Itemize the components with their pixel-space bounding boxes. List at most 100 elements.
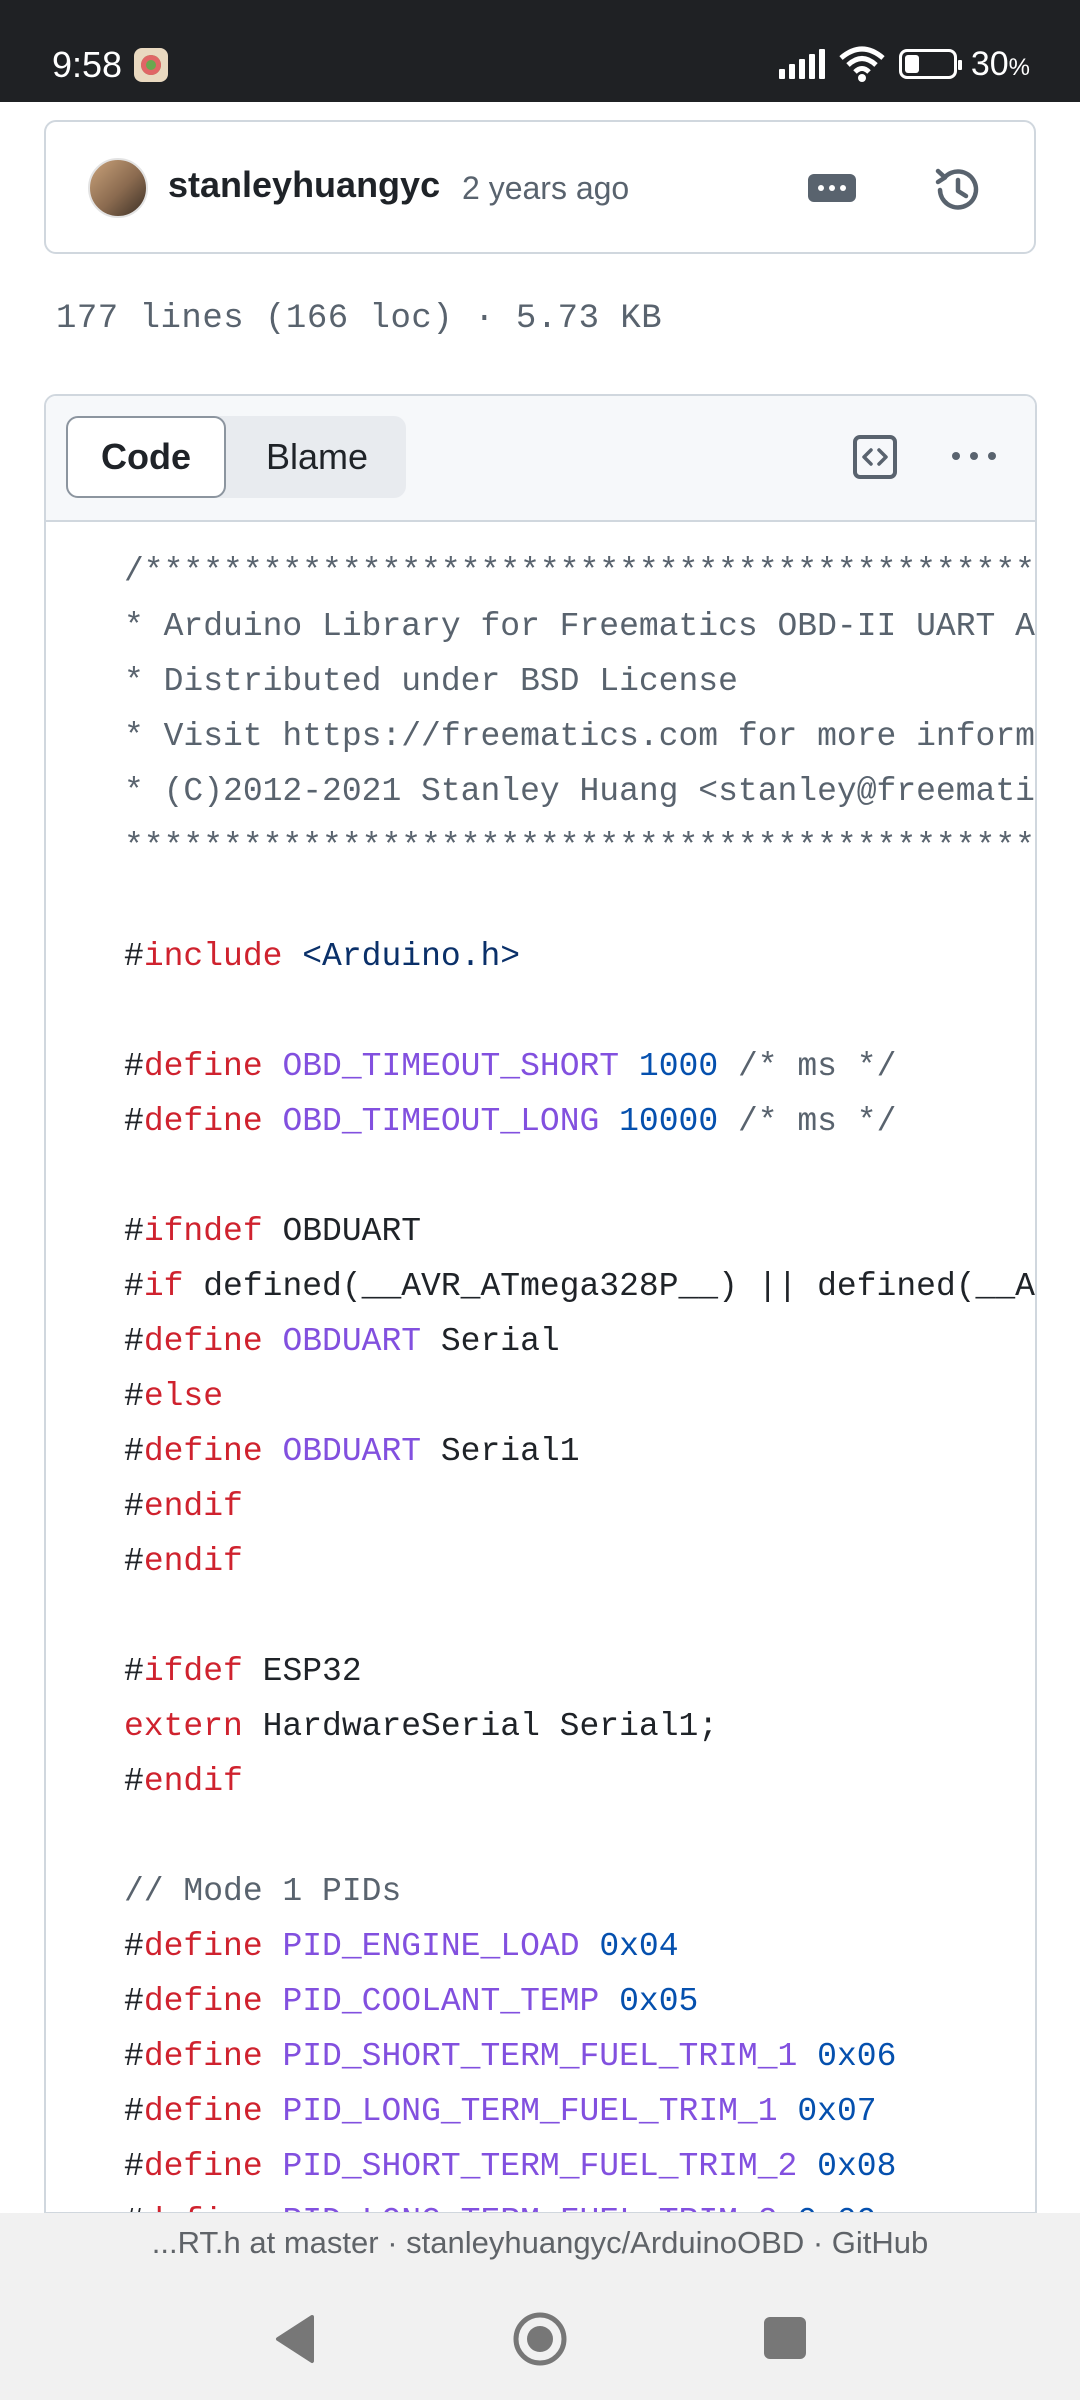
code-line: #define PID_ENGINE_LOAD 0x04 <box>124 1919 1035 1974</box>
code-token: define <box>143 2038 263 2075</box>
code-token: define <box>143 2093 263 2130</box>
code-line: #else <box>124 1369 1035 1424</box>
code-token: # <box>124 1488 144 1525</box>
code-line: #endif <box>124 1754 1035 1809</box>
code-token: 10000 <box>619 1103 719 1140</box>
code-token: # <box>124 2203 144 2212</box>
code-token: OBD_TIMEOUT_SHORT <box>282 1048 620 1085</box>
code-token <box>778 2093 798 2130</box>
code-line: #include <Arduino.h> <box>124 929 1035 984</box>
code-token: 1000 <box>638 1048 719 1085</box>
code-line: extern HardwareSerial Serial1; <box>124 1699 1035 1754</box>
tab-code[interactable]: Code <box>66 416 226 498</box>
code-token: # <box>124 1378 144 1415</box>
code-token: // Mode 1 PIDs <box>124 1873 402 1910</box>
code-token <box>282 938 302 975</box>
code-line: #if defined(__AVR_ATmega328P__) || defin… <box>124 1259 1035 1314</box>
code-token: # <box>124 2038 144 2075</box>
code-line: #define PID_SHORT_TERM_FUEL_TRIM_2 0x08 <box>124 2139 1035 2194</box>
commit-author-link[interactable]: stanleyhuangyc <box>168 164 441 205</box>
code-lines: /***************************************… <box>124 544 1035 2212</box>
code-line: * Distributed under BSD License <box>124 654 1035 709</box>
code-token: include <box>143 938 283 975</box>
code-token: define <box>143 1983 263 2020</box>
code-token: PID_LONG_TERM_FUEL_TRIM_1 <box>282 2093 778 2130</box>
author-avatar[interactable] <box>88 158 148 218</box>
code-token: # <box>124 1103 144 1140</box>
code-token <box>599 1983 619 2020</box>
code-line: #ifdef ESP32 <box>124 1644 1035 1699</box>
code-line: #define OBD_TIMEOUT_SHORT 1000 /* ms */ <box>124 1039 1035 1094</box>
home-circle-icon[interactable] <box>512 2311 568 2372</box>
code-token <box>263 1048 283 1085</box>
code-token: 0x05 <box>619 1983 699 2020</box>
code-token <box>263 2148 283 2185</box>
code-token: OBD_TIMEOUT_LONG <box>282 1103 600 1140</box>
code-token: define <box>143 2148 263 2185</box>
code-token <box>580 1928 600 1965</box>
code-token: Serial1 <box>421 1433 580 1470</box>
code-token <box>599 1103 619 1140</box>
code-token <box>797 2148 817 2185</box>
code-token: # <box>124 1213 144 1250</box>
code-viewer-header: Code Blame <box>46 396 1035 522</box>
code-line: * Visit https://freematics.com for more … <box>124 709 1035 764</box>
code-token: PID_COOLANT_TEMP <box>282 1983 600 2020</box>
history-icon[interactable] <box>926 158 990 222</box>
code-token: # <box>124 1268 144 1305</box>
code-token: define <box>143 1048 263 1085</box>
code-token: OBDUART <box>262 1213 422 1250</box>
code-line <box>124 874 1035 929</box>
file-info: 177 lines (166 loc) · 5.73 KB <box>56 300 663 338</box>
code-token: PID_SHORT_TERM_FUEL_TRIM_2 <box>282 2148 798 2185</box>
code-line: ****************************************… <box>124 819 1035 874</box>
tab-blame[interactable]: Blame <box>265 436 369 477</box>
code-token: OBDUART <box>282 1323 422 1360</box>
code-viewer: Code Blame /****************************… <box>44 394 1037 2214</box>
page-title: ...RT.h at master · stanleyhuangyc/Ardui… <box>151 2225 929 2260</box>
recents-square-icon[interactable] <box>764 2317 806 2359</box>
code-line: // Mode 1 PIDs <box>124 1864 1035 1919</box>
code-line: /***************************************… <box>124 544 1035 599</box>
battery-level <box>904 55 919 73</box>
code-token: PID_ENGINE_LOAD <box>282 1928 580 1965</box>
battery-percent: 30% <box>970 44 1030 83</box>
ellipsis-icon[interactable] <box>808 174 856 202</box>
code-token <box>263 1433 283 1470</box>
code-token: # <box>124 1983 144 2020</box>
code-token: * Visit https://freematics.com for more … <box>124 718 1035 755</box>
code-token: # <box>124 938 144 975</box>
code-token: PID_SHORT_TERM_FUEL_TRIM_1 <box>282 2038 798 2075</box>
code-token: define <box>143 1103 263 1140</box>
commit-time[interactable]: 2 years ago <box>462 170 630 206</box>
code-token: PID_LONG_TERM_FUEL_TRIM_2 <box>282 2203 777 2212</box>
code-token <box>263 1983 283 2020</box>
code-token: * Arduino Library for Freematics OBD-II … <box>124 608 1035 645</box>
code-token: # <box>124 1433 144 1470</box>
code-token: /***************************************… <box>124 553 1035 590</box>
code-token: ESP32 <box>242 1653 362 1690</box>
code-line: #define PID_LONG_TERM_FUEL_TRIM_1 0x07 <box>124 2084 1035 2139</box>
code-line: #define PID_SHORT_TERM_FUEL_TRIM_1 0x06 <box>124 2029 1035 2084</box>
code-token <box>263 1928 283 1965</box>
code-token: * Distributed under BSD License <box>124 663 738 700</box>
code-token: # <box>124 1323 144 1360</box>
code-token: # <box>124 2093 144 2130</box>
code-square-icon[interactable] <box>852 434 898 480</box>
app-notification-icon <box>134 48 168 82</box>
code-token: # <box>124 1543 144 1580</box>
code-token <box>263 1103 283 1140</box>
code-token: * (C)2012-2021 Stanley Huang <stanley@fr… <box>124 773 1035 810</box>
code-token: # <box>124 1653 144 1690</box>
browser-title-bar[interactable]: ...RT.h at master · stanleyhuangyc/Ardui… <box>0 2213 1080 2275</box>
code-token: # <box>124 1048 144 1085</box>
code-token: # <box>124 1763 144 1800</box>
more-options-icon[interactable] <box>952 452 1000 464</box>
back-triangle-icon[interactable] <box>272 2313 318 2370</box>
code-line <box>124 1589 1035 1644</box>
system-nav-bar <box>0 2275 1080 2400</box>
code-token: define <box>143 1433 263 1470</box>
code-token: defined(__AVR_ATmega328P__) || defined(_… <box>183 1268 1035 1305</box>
code-token: OBDUART <box>282 1433 422 1470</box>
code-line: #endif <box>124 1534 1035 1589</box>
